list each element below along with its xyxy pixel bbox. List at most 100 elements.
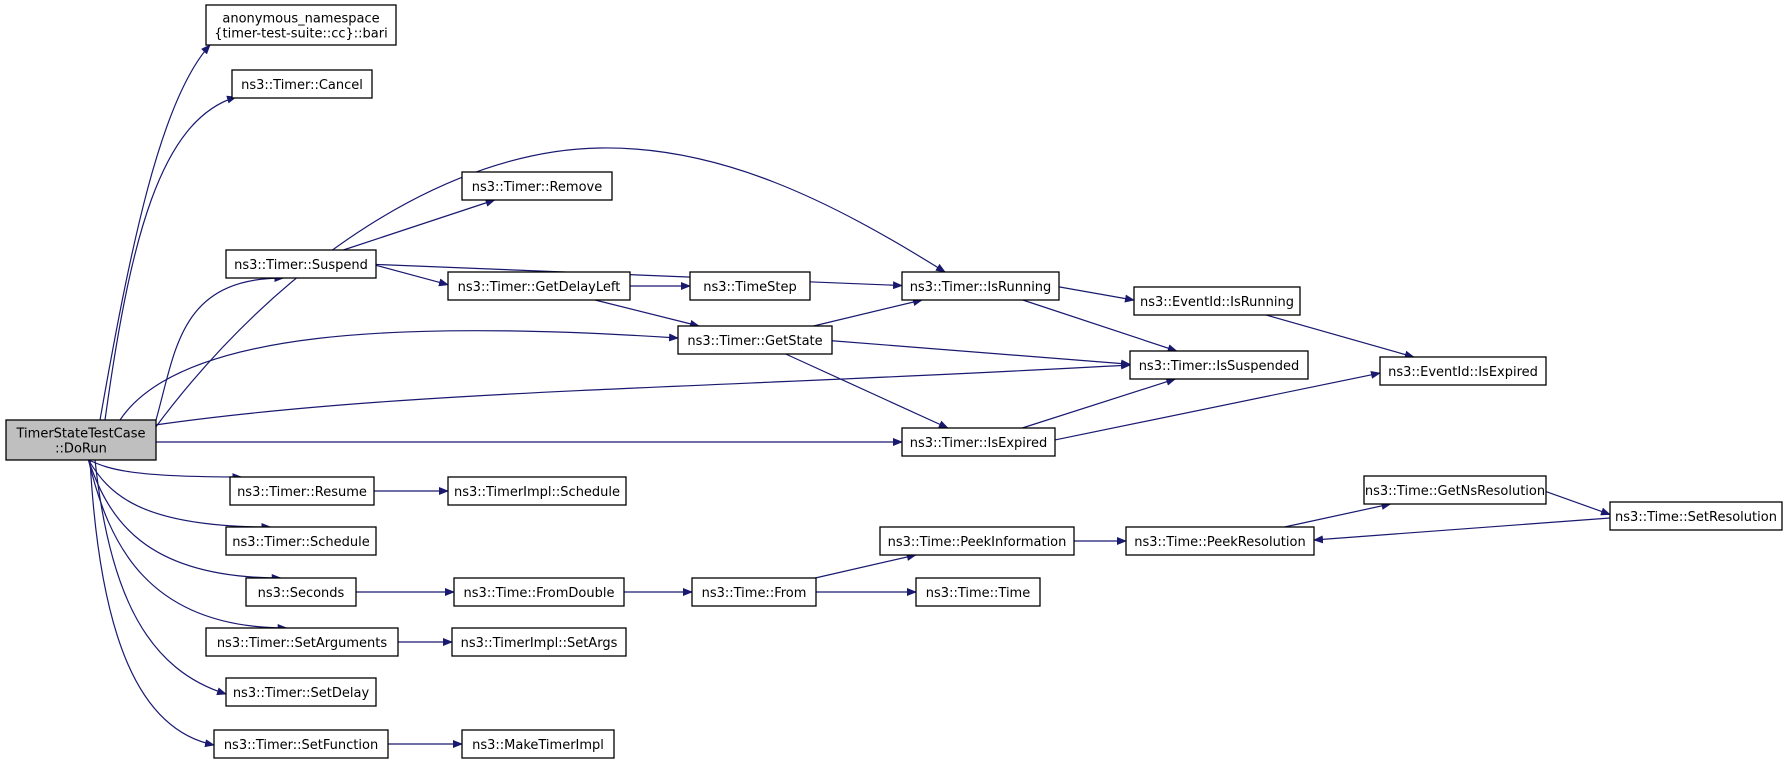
edge-peekres-to-getnsres (1284, 501, 1392, 528)
edge-getnsres-to-setres (1545, 490, 1611, 516)
edge-suspend-to-getdelayleft (375, 264, 449, 287)
node-box (1133, 286, 1301, 316)
node-box (225, 526, 377, 556)
node-ev_isrunning[interactable]: ns3::EventId::IsRunning (1133, 286, 1301, 316)
node-box (879, 526, 1075, 556)
edge-isexpired-to-issuspended (1022, 377, 1177, 429)
node-setres[interactable]: ns3::Time::SetResolution (1609, 501, 1783, 531)
node-peekres[interactable]: ns3::Time::PeekResolution (1125, 526, 1315, 556)
edge-getstate-to-issuspended (831, 340, 1131, 368)
node-box (461, 171, 613, 201)
node-label: ns3::Time::Time (926, 586, 1030, 601)
node-box (225, 249, 377, 279)
edge-from-to-peekinfo (815, 553, 917, 579)
node-label: ns3::MakeTimerImpl (472, 738, 604, 753)
node-isrunning[interactable]: ns3::Timer::IsRunning (901, 271, 1060, 301)
node-isexpired[interactable]: ns3::Timer::IsExpired (901, 427, 1056, 457)
node-label: ns3::TimerImpl::SetArgs (461, 636, 618, 651)
node-label: ns3::Time::SetResolution (1615, 510, 1777, 525)
node-peekinfo[interactable]: ns3::Time::PeekInformation (879, 526, 1075, 556)
edge-layer (87, 44, 1611, 748)
node-label: ns3::Timer::GetDelayLeft (458, 280, 621, 295)
node-impl_schedule[interactable]: ns3::TimerImpl::Schedule (447, 476, 627, 506)
node-setfunction[interactable]: ns3::Timer::SetFunction (213, 729, 389, 759)
node-impl_setargs[interactable]: ns3::TimerImpl::SetArgs (451, 627, 627, 657)
node-box (1129, 350, 1309, 380)
node-fromdouble[interactable]: ns3::Time::FromDouble (453, 577, 625, 607)
node-cancel[interactable]: ns3::Timer::Cancel (231, 69, 373, 99)
edge-dorun-to-cancel (104, 95, 237, 421)
node-label: ::DoRun (55, 442, 107, 457)
node-from[interactable]: ns3::Time::From (691, 577, 817, 607)
node-label: ns3::Time::PeekInformation (888, 535, 1067, 550)
edge-isrunning-to-ev_isrunning (1058, 286, 1135, 303)
node-issuspended[interactable]: ns3::Timer::IsSuspended (1129, 350, 1309, 380)
node-remove[interactable]: ns3::Timer::Remove (461, 171, 613, 201)
node-ev_isexpired[interactable]: ns3::EventId::IsExpired (1379, 356, 1547, 386)
node-label: ns3::EventId::IsExpired (1388, 365, 1538, 380)
node-label: ns3::Time::PeekResolution (1134, 535, 1305, 550)
node-box (453, 577, 625, 607)
node-dorun[interactable]: TimerStateTestCase::DoRun (5, 419, 157, 461)
node-resume[interactable]: ns3::Timer::Resume (229, 476, 375, 506)
node-box (1379, 356, 1547, 386)
node-label: ns3::TimerImpl::Schedule (454, 485, 620, 500)
edge-dorun-to-setdelay (94, 459, 227, 696)
node-schedule[interactable]: ns3::Timer::Schedule (225, 526, 377, 556)
edge-suspend-to-remove (343, 199, 496, 251)
node-label: ns3::Time::FromDouble (464, 586, 615, 601)
node-box (1363, 475, 1547, 505)
node-label: ns3::Timer::Cancel (241, 78, 363, 93)
node-label: ns3::Timer::Schedule (232, 535, 369, 550)
node-label: TimerStateTestCase (16, 427, 146, 442)
node-maketimerimpl[interactable]: ns3::MakeTimerImpl (461, 729, 615, 759)
edge-ev_isrunning-to-ev_isexpired (1266, 314, 1415, 359)
edge-dorun-to-setargs (87, 459, 288, 632)
node-label: ns3::Timer::SetArguments (217, 636, 388, 651)
node-box (447, 271, 631, 301)
node-setdelay[interactable]: ns3::Timer::SetDelay (225, 677, 377, 707)
node-label: ns3::Timer::GetState (687, 334, 822, 349)
node-label: ns3::Timer::Suspend (234, 258, 368, 273)
node-box (1609, 501, 1783, 531)
node-label: {timer-test-suite::cc}::bari (214, 27, 387, 42)
edge-suspend-to-isrunning (375, 263, 903, 290)
node-label: ns3::Time::From (702, 586, 807, 601)
node-box (691, 577, 817, 607)
node-box (231, 69, 373, 99)
node-getnsres[interactable]: ns3::Time::GetNsResolution (1363, 475, 1547, 505)
edge-isexpired-to-ev_isexpired (1054, 370, 1381, 441)
edge-dorun-to-isrunning (154, 147, 946, 429)
edge-getstate-to-isrunning (813, 298, 924, 327)
edge-getstate-to-isexpired (785, 353, 949, 429)
node-box (901, 427, 1056, 457)
node-label: anonymous_namespace (222, 12, 379, 27)
edge-dorun-to-bari (99, 44, 211, 421)
node-box (205, 4, 397, 46)
node-box (213, 729, 389, 759)
node-box (677, 325, 833, 355)
node-label: ns3::Time::GetNsResolution (1365, 484, 1545, 499)
node-box (901, 271, 1060, 301)
node-getstate[interactable]: ns3::Timer::GetState (677, 325, 833, 355)
node-time[interactable]: ns3::Time::Time (915, 577, 1041, 607)
node-box (461, 729, 615, 759)
node-label: ns3::Timer::SetFunction (224, 738, 378, 753)
node-bari[interactable]: anonymous_namespace{timer-test-suite::cc… (205, 4, 397, 46)
node-suspend[interactable]: ns3::Timer::Suspend (225, 249, 377, 279)
node-box (451, 627, 627, 657)
node-setargs[interactable]: ns3::Timer::SetArguments (205, 627, 399, 657)
node-seconds[interactable]: ns3::Seconds (245, 577, 357, 607)
edge-isrunning-to-issuspended (1022, 299, 1178, 352)
edge-dorun-to-issuspended (154, 361, 1131, 426)
node-label: ns3::Timer::IsExpired (910, 436, 1047, 451)
edge-setres-to-peekres (1313, 517, 1611, 544)
node-layer: TimerStateTestCase::DoRun anonymous_names… (5, 4, 1783, 759)
node-getdelayleft[interactable]: ns3::Timer::GetDelayLeft (447, 271, 631, 301)
node-box (225, 677, 377, 707)
node-timestep[interactable]: ns3::TimeStep (689, 271, 811, 301)
node-box (447, 476, 627, 506)
node-box (689, 271, 811, 301)
node-label: ns3::Timer::IsRunning (910, 280, 1052, 295)
